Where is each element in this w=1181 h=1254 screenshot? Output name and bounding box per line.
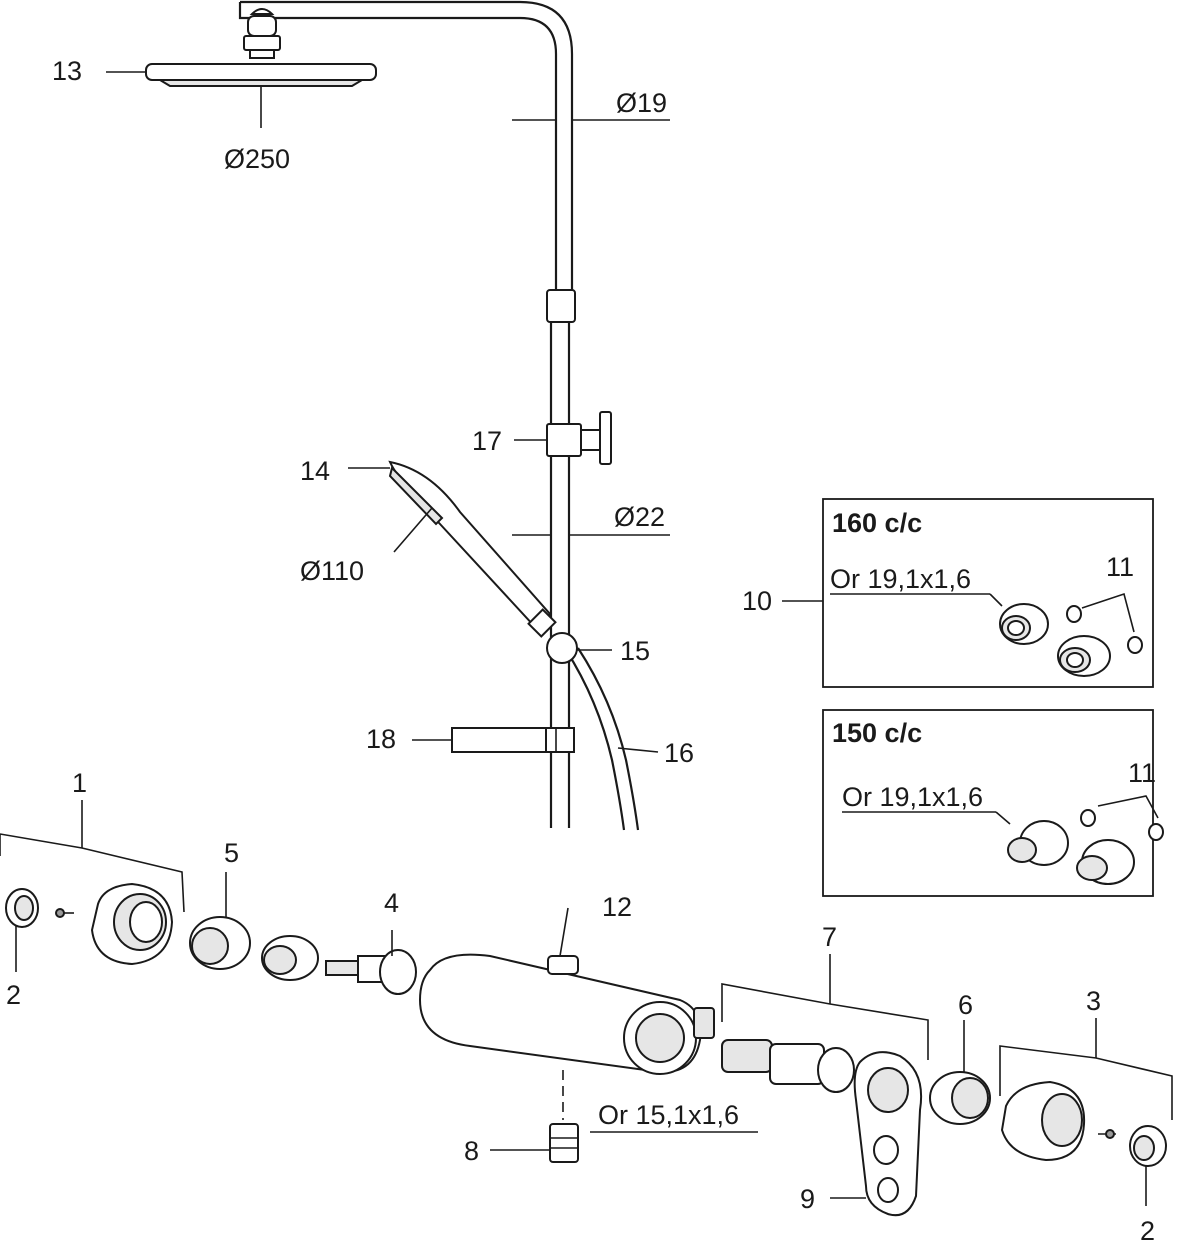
callout-1: 1 [72,768,87,798]
head-shower [145,8,377,87]
column-joint [546,289,576,323]
box-150-title: 150 c/c [832,718,922,748]
leader-lines [0,71,1173,1206]
right-handle-group [721,1039,1167,1217]
dimension-upper-pipe: Ø19 [616,88,667,118]
callout-12: 12 [602,892,632,922]
soap-shelf [451,727,575,753]
callout-15: 15 [620,636,650,666]
box-160-title: 160 c/c [832,508,922,538]
callout-16: 16 [664,738,694,768]
seal-label-inlet: Or 15,1x1,6 [598,1100,739,1130]
dimension-head-diameter: Ø250 [224,144,290,174]
callout-4: 4 [384,888,399,918]
slide-holder [546,411,612,465]
callout-17: 17 [472,426,502,456]
callout-3: 3 [1086,986,1101,1016]
seal-label-150: Or 19,1x1,6 [842,782,983,812]
callout-2-right: 2 [1140,1216,1155,1246]
callout-2-left: 2 [6,980,21,1010]
shower-riser [238,0,576,828]
dimension-hand-shower: Ø110 [300,556,364,586]
mixer-body [418,907,715,1120]
shower-hose [565,647,640,831]
inlet-fitting [549,1123,758,1163]
seal-label-160: Or 19,1x1,6 [830,564,971,594]
callout-6: 6 [958,990,973,1020]
callout-11-bottom: 11 [1128,758,1156,788]
leader-12 [559,907,569,957]
callout-13: 13 [52,56,82,86]
left-handle-group [5,882,417,995]
callout-14: 14 [300,456,330,486]
hand-shower [388,460,557,638]
callout-11-top: 11 [1106,552,1134,582]
callout-5: 5 [224,838,239,868]
callout-7: 7 [822,922,837,952]
callout-18: 18 [366,724,396,754]
callout-8: 8 [464,1136,479,1166]
hose-connector [546,632,578,664]
detail-box-160 [822,498,1154,688]
callout-10: 10 [742,586,772,616]
callout-9: 9 [800,1184,815,1214]
dimension-lower-pipe: Ø22 [614,502,665,532]
detail-box-150 [822,709,1164,897]
